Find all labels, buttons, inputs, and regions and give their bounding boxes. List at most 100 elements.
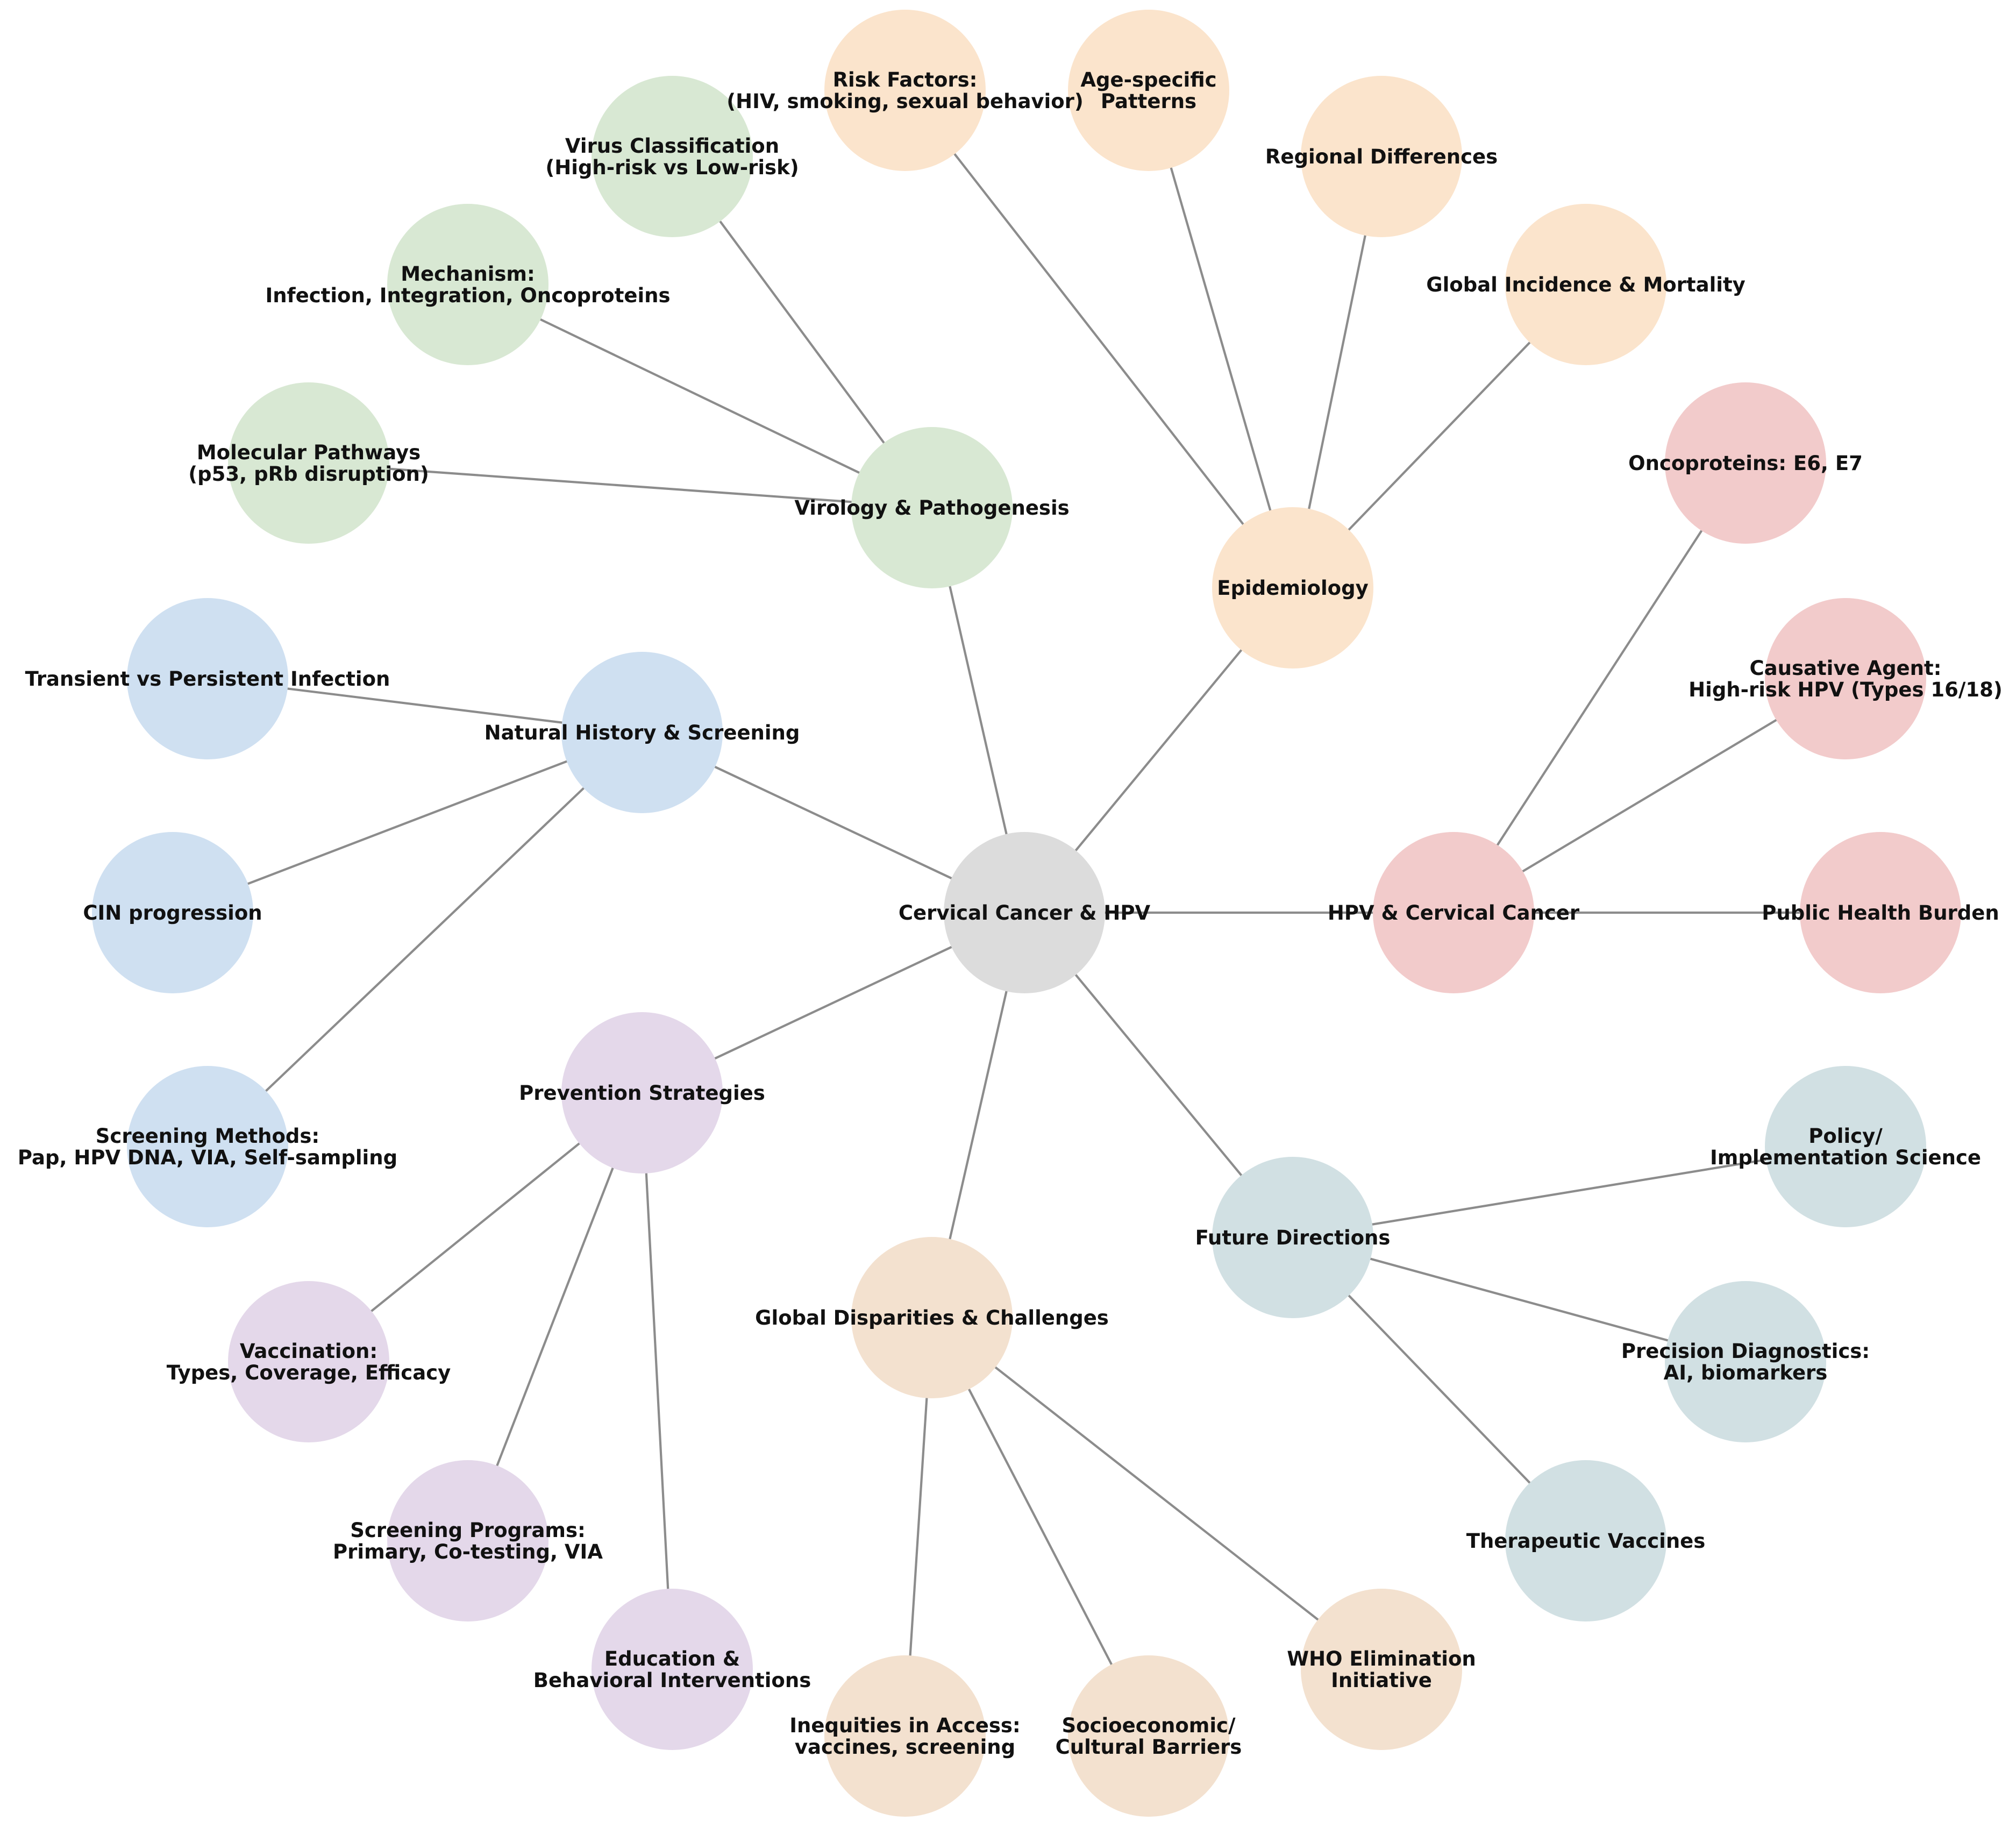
node-label-line: Epidemiology <box>1217 577 1368 600</box>
node-label-viro: Virology & Pathogenesis <box>794 496 1069 520</box>
node-virus_class[interactable] <box>592 76 753 237</box>
node-screen_methods[interactable] <box>127 1066 288 1227</box>
node-therapeutic[interactable] <box>1505 1460 1666 1621</box>
node-causative[interactable] <box>1765 598 1926 759</box>
node-oncoproteins[interactable] <box>1665 382 1826 544</box>
node-circle-therapeutic <box>1505 1460 1666 1621</box>
node-label-line: Risk Factors: <box>833 68 978 91</box>
node-molecular[interactable] <box>228 382 389 544</box>
node-education[interactable] <box>592 1589 753 1750</box>
node-label-epi: Epidemiology <box>1217 577 1368 600</box>
edge-disp-who <box>931 1317 1383 1670</box>
node-vaccination[interactable] <box>228 1281 389 1442</box>
node-label-education: Education &Behavioral Interventions <box>533 1647 811 1692</box>
node-circle-nat <box>561 652 723 813</box>
node-label-cin: CIN progression <box>83 901 262 924</box>
node-label-line: (High-risk vs Low-risk) <box>545 156 799 179</box>
node-label-therapeutic: Therapeutic Vaccines <box>1466 1530 1706 1553</box>
node-label-line: Education & <box>604 1647 740 1670</box>
node-root[interactable] <box>944 832 1105 993</box>
node-circle-regional <box>1301 76 1462 237</box>
node-policy[interactable] <box>1765 1066 1926 1227</box>
node-label-line: Oncoproteins: E6, E7 <box>1628 452 1863 475</box>
node-circle-cin <box>92 832 253 993</box>
node-transient[interactable] <box>127 598 288 759</box>
node-circle-oncoproteins <box>1665 382 1826 544</box>
node-label-line: Regional Differences <box>1265 145 1498 168</box>
node-circle-disp <box>851 1237 1013 1398</box>
node-label-mechanism: Mechanism:Infection, Integration, Oncopr… <box>265 262 670 307</box>
node-burden[interactable] <box>1800 832 1961 993</box>
node-label-line: Inequities in Access: <box>789 1714 1020 1737</box>
node-circle-root <box>944 832 1105 993</box>
node-label-line: Primary, Co-testing, VIA <box>333 1540 603 1563</box>
node-label-hpv: HPV & Cervical Cancer <box>1328 901 1580 924</box>
node-label-inequities: Inequities in Access:vaccines, screening <box>789 1714 1020 1759</box>
node-label-line: Screening Programs: <box>350 1519 586 1542</box>
node-circle-future <box>1212 1157 1373 1318</box>
node-label-root: Cervical Cancer & HPV <box>899 901 1151 924</box>
node-circle-virus_class <box>592 76 753 237</box>
edge-prev-education <box>640 1092 674 1670</box>
edge-nat-cin <box>172 731 643 914</box>
node-screen_prog[interactable] <box>387 1460 548 1621</box>
node-disp[interactable] <box>851 1237 1013 1398</box>
edge-nat-screen_methods <box>206 731 643 1148</box>
node-label-line: Socioeconomic/ <box>1062 1714 1236 1737</box>
node-label-line: Types, Coverage, Efficacy <box>167 1361 451 1384</box>
node-circle-precision <box>1665 1281 1826 1442</box>
node-precision[interactable] <box>1665 1281 1826 1442</box>
node-circle-age <box>1068 10 1229 171</box>
node-label-line: Mechanism: <box>401 262 535 286</box>
node-label-line: WHO Elimination <box>1287 1647 1476 1670</box>
node-label-line: Infection, Integration, Oncoproteins <box>265 284 670 307</box>
node-label-virus_class: Virus Classification(High-risk vs Low-ri… <box>545 134 799 179</box>
node-label-line: Global Disparities & Challenges <box>755 1306 1109 1329</box>
node-label-line: Therapeutic Vaccines <box>1466 1530 1706 1553</box>
node-label-regional: Regional Differences <box>1265 145 1498 168</box>
node-circle-risk <box>824 10 986 171</box>
node-label-screen_prog: Screening Programs:Primary, Co-testing, … <box>333 1519 603 1563</box>
node-nat[interactable] <box>561 652 723 813</box>
node-socio[interactable] <box>1068 1655 1229 1817</box>
node-inequities[interactable] <box>824 1655 986 1817</box>
label-layer: Cervical Cancer & HPV HPV & Cervical Canc… <box>18 68 2003 1759</box>
node-label-disp: Global Disparities & Challenges <box>755 1306 1109 1329</box>
node-mechanism[interactable] <box>387 204 548 365</box>
node-label-line: Policy/ <box>1808 1125 1883 1148</box>
node-label-line: Virus Classification <box>565 134 779 158</box>
node-label-line: Virology & Pathogenesis <box>794 496 1069 520</box>
node-who[interactable] <box>1301 1589 1462 1750</box>
node-label-line: Transient vs Persistent Infection <box>25 667 390 691</box>
node-label-future: Future Directions <box>1195 1226 1391 1249</box>
node-label-policy: Policy/Implementation Science <box>1710 1125 1981 1169</box>
node-label-line: Cultural Barriers <box>1056 1735 1242 1759</box>
node-hpv[interactable] <box>1373 832 1534 993</box>
node-global_inc[interactable] <box>1505 204 1666 365</box>
node-label-molecular: Molecular Pathways(p53, pRb disruption) <box>188 441 429 486</box>
node-circle-policy <box>1765 1066 1926 1227</box>
node-label-screen_methods: Screening Methods:Pap, HPV DNA, VIA, Sel… <box>18 1125 397 1169</box>
node-label-precision: Precision Diagnostics:AI, biomarkers <box>1621 1340 1870 1384</box>
node-label-line: Future Directions <box>1195 1226 1391 1249</box>
node-label-line: CIN progression <box>83 901 262 924</box>
node-circle-epi <box>1212 507 1373 668</box>
node-viro[interactable] <box>851 427 1013 588</box>
node-label-transient: Transient vs Persistent Infection <box>25 667 390 691</box>
node-label-line: Patterns <box>1101 90 1196 113</box>
node-risk[interactable] <box>824 10 986 171</box>
node-circle-socio <box>1068 1655 1229 1817</box>
node-circle-global_inc <box>1505 204 1666 365</box>
node-prev[interactable] <box>561 1012 723 1173</box>
node-circle-hpv <box>1373 832 1534 993</box>
node-epi[interactable] <box>1212 507 1373 668</box>
node-age[interactable] <box>1068 10 1229 171</box>
node-label-prev: Prevention Strategies <box>519 1082 765 1105</box>
node-future[interactable] <box>1212 1157 1373 1318</box>
node-label-line: Screening Methods: <box>96 1125 319 1148</box>
node-cin[interactable] <box>92 832 253 993</box>
node-label-causative: Causative Agent:High-risk HPV (Types 16/… <box>1689 657 2003 701</box>
node-regional[interactable] <box>1301 76 1462 237</box>
